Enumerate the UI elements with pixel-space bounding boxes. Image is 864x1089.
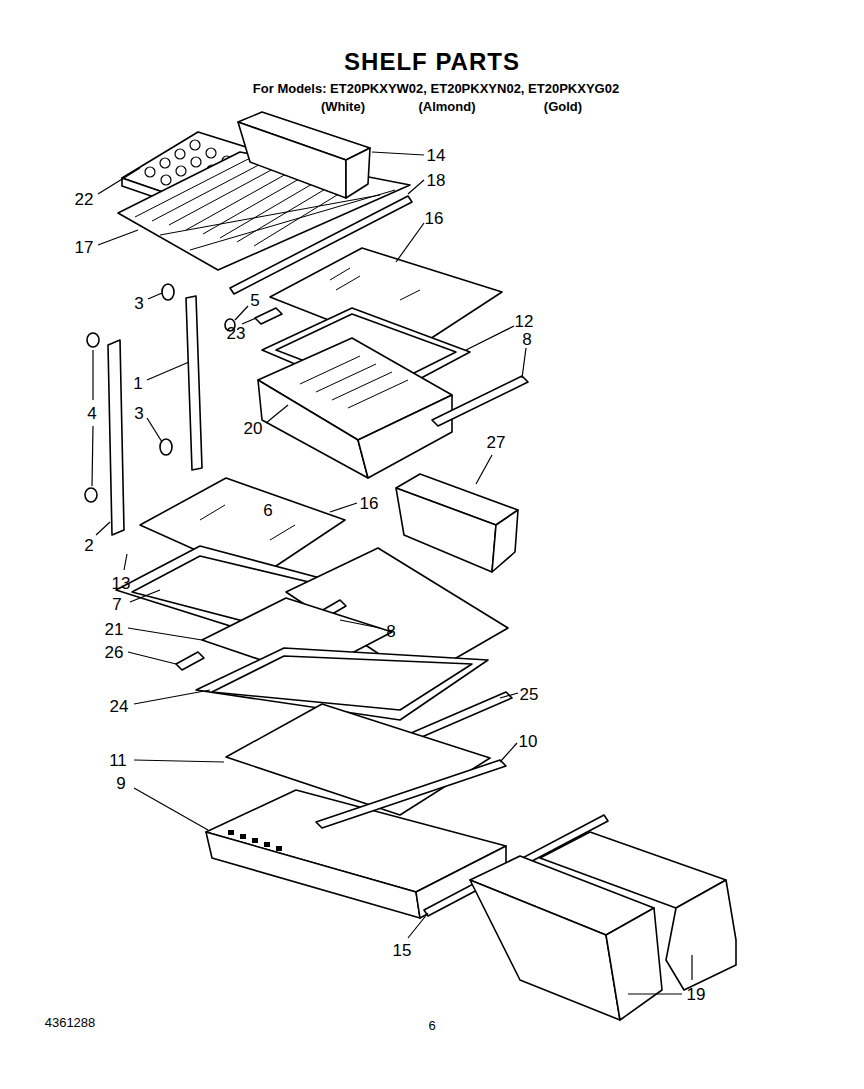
callout-number: 26 — [105, 644, 124, 661]
color-note: (White) — [321, 100, 365, 113]
callout-number: 15 — [393, 942, 412, 959]
callout-number: 8 — [386, 623, 395, 640]
callout-number: 11 — [109, 752, 127, 769]
callout-number: 22 — [75, 191, 94, 208]
callout-number: 27 — [487, 434, 506, 451]
callout-number: 6 — [263, 502, 272, 519]
callout-number: 9 — [116, 775, 125, 792]
callout-number: 1 — [133, 375, 142, 392]
callout-number: 14 — [427, 147, 446, 164]
color-note: (Gold) — [544, 100, 582, 113]
page-number: 6 — [428, 1019, 435, 1032]
callout-number: 2 — [84, 537, 93, 554]
callout-number: 24 — [110, 698, 129, 715]
callout-number: 5 — [250, 292, 259, 309]
callout-number: 8 — [522, 331, 531, 348]
callout-number: 23 — [227, 325, 246, 342]
document-number: 4361288 — [45, 1016, 96, 1029]
callout-number: 3 — [134, 405, 143, 422]
callout-number: 16 — [425, 210, 444, 227]
callout-number: 18 — [427, 172, 446, 189]
diagram-title: SHELF PARTS — [344, 50, 520, 74]
model-list: For Models: ET20PKXYW02, ET20PKXYN02, ET… — [253, 82, 619, 95]
callout-number: 21 — [105, 621, 124, 638]
callout-number: 16 — [360, 495, 379, 512]
callout-number: 12 — [515, 313, 534, 330]
color-note: (Almond) — [418, 100, 475, 113]
callout-number: 3 — [134, 295, 143, 312]
callout-number: 4 — [87, 405, 96, 422]
callout-number: 13 — [112, 575, 131, 592]
callout-number: 17 — [75, 239, 94, 256]
callout-number: 20 — [244, 420, 263, 437]
callout-number: 19 — [687, 986, 706, 1003]
callout-number: 10 — [519, 733, 538, 750]
callout-number: 25 — [520, 686, 539, 703]
callout-number: 7 — [112, 596, 121, 613]
